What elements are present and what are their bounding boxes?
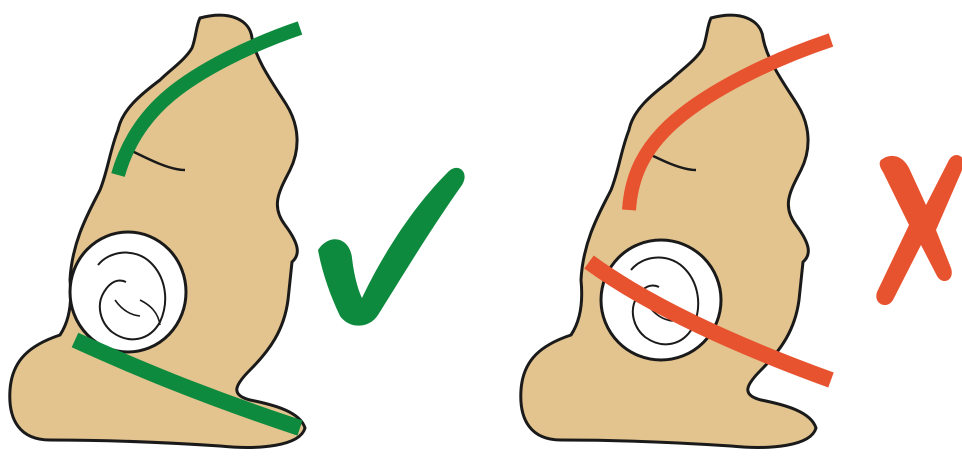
womb [70, 232, 186, 352]
pregnant-body [521, 15, 816, 447]
correct-belt-panel [0, 0, 481, 459]
correct-belt-illustration [0, 0, 481, 459]
checkmark-icon [318, 168, 465, 326]
incorrect-belt-panel [481, 0, 962, 459]
cross-icon [876, 155, 962, 305]
incorrect-belt-illustration [481, 0, 962, 459]
